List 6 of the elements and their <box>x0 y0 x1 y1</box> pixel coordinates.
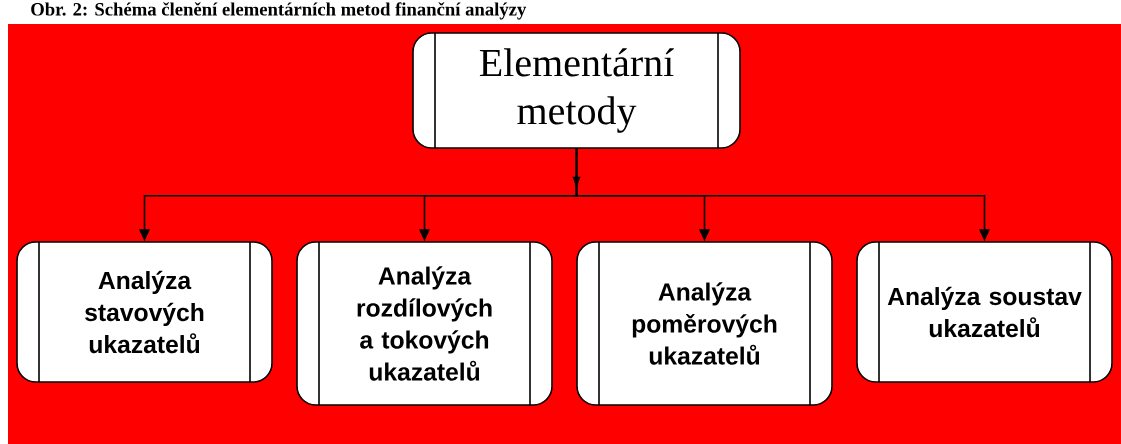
process-box: Elementární metody <box>412 32 741 149</box>
figure-title: Obr. 2: Schéma členění elementárních metod finanční analýzy <box>31 2 527 20</box>
process-box: Analýza rozdílových a tokových ukazatelů <box>296 241 553 406</box>
process-box: Analýza poměrových ukazatelů <box>576 241 833 406</box>
process-box: Analýza soustav ukazatelů <box>856 241 1113 383</box>
process-box: Analýza stavových ukazatelů <box>16 241 273 383</box>
